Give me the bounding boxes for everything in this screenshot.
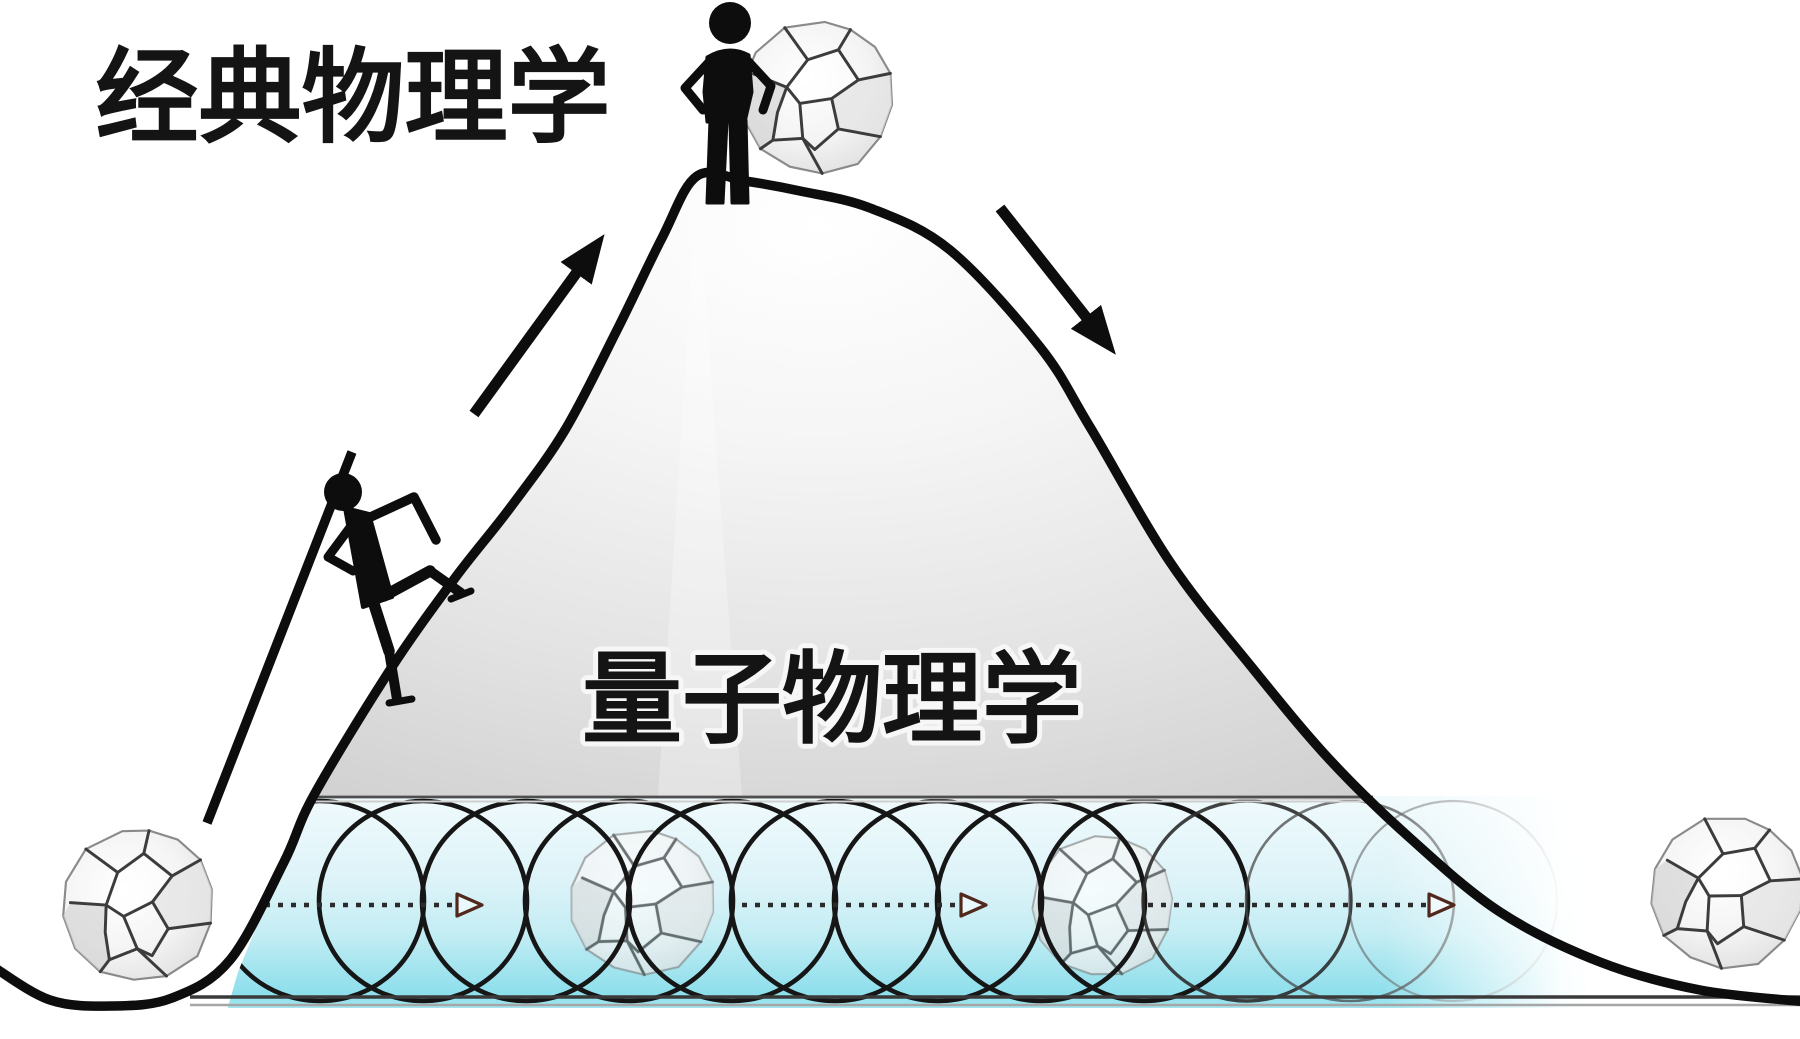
climbing-rope-icon xyxy=(202,450,357,825)
summit-light-beam xyxy=(658,185,742,796)
dotted-arrowhead-icon xyxy=(455,892,484,918)
paper-ball-right-exit xyxy=(1634,799,1800,985)
climbing-stick-figure-icon xyxy=(323,473,475,707)
paper-ball-left-valley xyxy=(47,814,229,996)
barrier-base-line xyxy=(313,795,1373,803)
dotted-arrowhead-icon xyxy=(959,892,988,918)
hill-fill xyxy=(314,172,1410,839)
standing-stick-figure-icon xyxy=(680,2,776,205)
quantum-tunnel-band xyxy=(226,788,1595,1014)
tunnel-dotted-arrows xyxy=(252,892,1456,918)
paper-ball-summit xyxy=(732,12,902,182)
ground-baseline xyxy=(190,995,1800,1007)
dotted-arrowhead-icon xyxy=(1427,892,1456,918)
classical-physics-label: 经典物理学 xyxy=(96,40,611,155)
quantum-physics-label: 量子物理学 xyxy=(582,644,1082,756)
down-right-arrow-icon xyxy=(995,204,1116,355)
up-right-arrow-icon xyxy=(469,234,605,418)
